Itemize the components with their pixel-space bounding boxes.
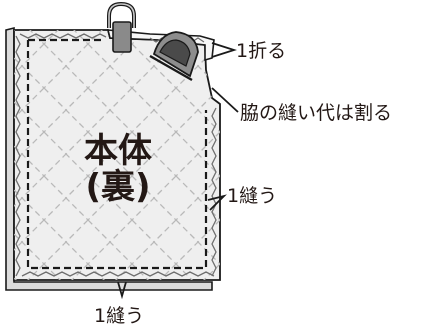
quilt-pattern <box>14 30 220 280</box>
leader-fold <box>211 42 237 58</box>
zigzag-edge-right <box>211 107 217 277</box>
callout-side-seam: 脇の縫い代は割る <box>240 102 392 124</box>
leader-side-seam <box>211 87 239 113</box>
zigzag-edge-top <box>19 33 107 39</box>
stitch-line <box>26 40 208 270</box>
zigzag-edge-bottom <box>21 271 215 277</box>
zigzag-edge-left <box>15 35 21 277</box>
callout-sew-bottom: 1縫う <box>94 305 144 327</box>
body-subtitle: (裏) <box>85 167 150 207</box>
ring-tab <box>112 21 132 53</box>
body-title: 本体 <box>84 131 152 171</box>
callout-sew-side: 1縫う <box>227 185 277 207</box>
callout-fold: 1折る <box>236 40 286 62</box>
iron-icon <box>149 31 199 82</box>
leader-sew-bottom <box>117 281 127 300</box>
fabric-back-layer <box>5 26 213 291</box>
d-ring <box>107 1 136 53</box>
leader-sew-side <box>207 194 227 211</box>
